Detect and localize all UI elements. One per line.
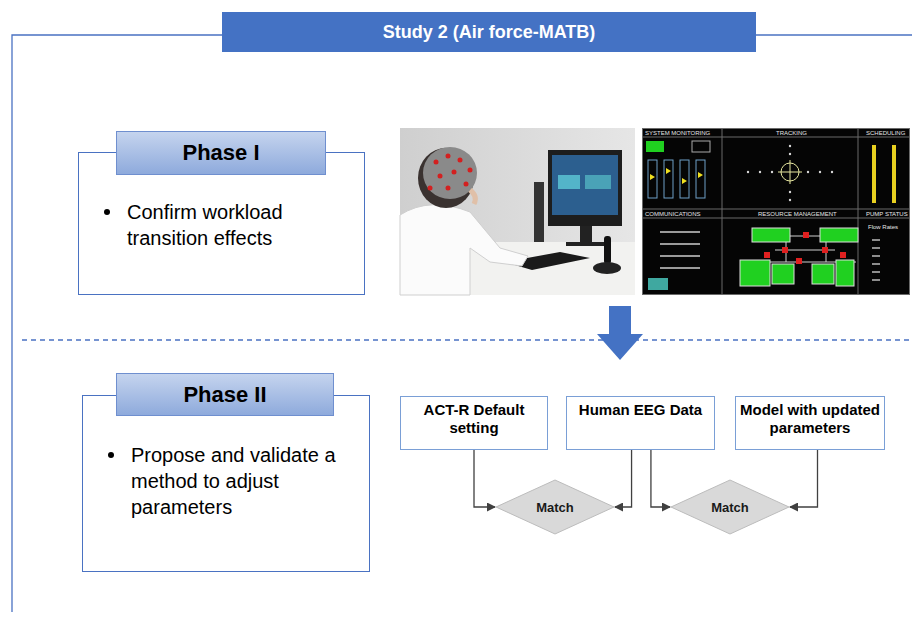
phase-tab: Phase I xyxy=(116,131,326,175)
phase-body: Confirm workload transition effects xyxy=(127,199,352,251)
photo-eeg-cap xyxy=(423,147,477,199)
connector-arrow xyxy=(615,450,632,507)
photo-person-body xyxy=(400,205,528,295)
screen-label: PUMP STATUS xyxy=(866,211,908,218)
sysmon-light xyxy=(646,141,664,152)
photo-monitor-base xyxy=(566,242,606,246)
phase-box: Phase IIPropose and validate a method to… xyxy=(82,395,370,572)
screen-grid xyxy=(642,128,910,295)
decision-diamond: Match xyxy=(495,479,615,535)
photo-electrode xyxy=(428,186,433,191)
photo-joystick-base xyxy=(593,262,621,274)
resource-tanks xyxy=(740,228,858,286)
phase-box: Phase IConfirm workload transition effec… xyxy=(78,152,365,295)
frame-line xyxy=(756,34,912,35)
photo-screen-panel xyxy=(585,175,611,189)
process-box: ACT-R Default setting xyxy=(400,396,548,450)
diamond-outline xyxy=(671,480,789,534)
photo-screen xyxy=(552,155,618,215)
connector-arrow xyxy=(651,450,670,507)
schedule-bar xyxy=(872,145,876,203)
phase-body: Propose and validate a method to adjust … xyxy=(131,442,357,520)
sysmon-light xyxy=(692,141,710,152)
tracking-dots xyxy=(747,145,833,201)
screen-label: SCHEDULING xyxy=(866,130,905,137)
photo-monitor xyxy=(548,150,622,226)
photo-face xyxy=(470,190,475,204)
bullet-dot xyxy=(104,209,110,215)
bullet-dot xyxy=(108,452,114,458)
phase-heading: Phase II xyxy=(183,382,266,408)
photo-electrode xyxy=(438,174,443,179)
box-label: Human EEG Data xyxy=(579,401,702,419)
photo-monitor-stand xyxy=(580,226,592,244)
photo-electrode xyxy=(434,160,439,165)
sysmon-gauges xyxy=(648,160,705,198)
comm-button xyxy=(648,278,668,290)
screen-label: RESOURCE MANAGEMENT xyxy=(758,211,837,218)
diamond-label: Match xyxy=(536,500,574,515)
screen-label: SYSTEM MONITORING xyxy=(645,130,710,137)
screen-bg xyxy=(642,128,910,295)
screen-label: COMMUNICATIONS xyxy=(645,211,701,218)
photo-electrode xyxy=(464,182,469,187)
diamond-outline xyxy=(496,480,614,534)
photo-electrode xyxy=(458,158,463,163)
pump-status-lines xyxy=(872,240,880,280)
tracking-reticle xyxy=(778,160,802,184)
title-band: Study 2 (Air force-MATB) xyxy=(222,12,756,52)
photo-joystick xyxy=(604,236,611,264)
decision-diamond: Match xyxy=(670,479,790,535)
phase-tab: Phase II xyxy=(116,373,334,416)
connector-arrow xyxy=(474,450,495,507)
process-box: Human EEG Data xyxy=(566,396,715,450)
screen-label: Flow Rates xyxy=(868,224,898,231)
divider-line xyxy=(22,339,912,340)
title-text: Study 2 (Air force-MATB) xyxy=(383,22,596,43)
box-label: Model with updated parameters xyxy=(739,401,881,437)
connector-arrow xyxy=(790,450,818,507)
process-box: Model with updated parameters xyxy=(735,396,885,450)
phase-heading: Phase I xyxy=(182,140,259,166)
box-label: ACT-R Default setting xyxy=(404,401,544,437)
photo-electrode xyxy=(446,186,451,191)
diamond-label: Match xyxy=(711,500,749,515)
photo-electrode xyxy=(446,154,451,159)
schedule-bar xyxy=(892,145,896,203)
photo-speaker xyxy=(534,182,544,242)
comm-lines xyxy=(660,232,700,268)
photo-electrode xyxy=(452,170,457,175)
photo-screen-panel xyxy=(558,175,580,189)
photo-electrode xyxy=(468,168,473,173)
screen-label: TRACKING xyxy=(776,130,807,137)
flow-arrow xyxy=(597,306,643,360)
photo-wall xyxy=(400,128,635,295)
